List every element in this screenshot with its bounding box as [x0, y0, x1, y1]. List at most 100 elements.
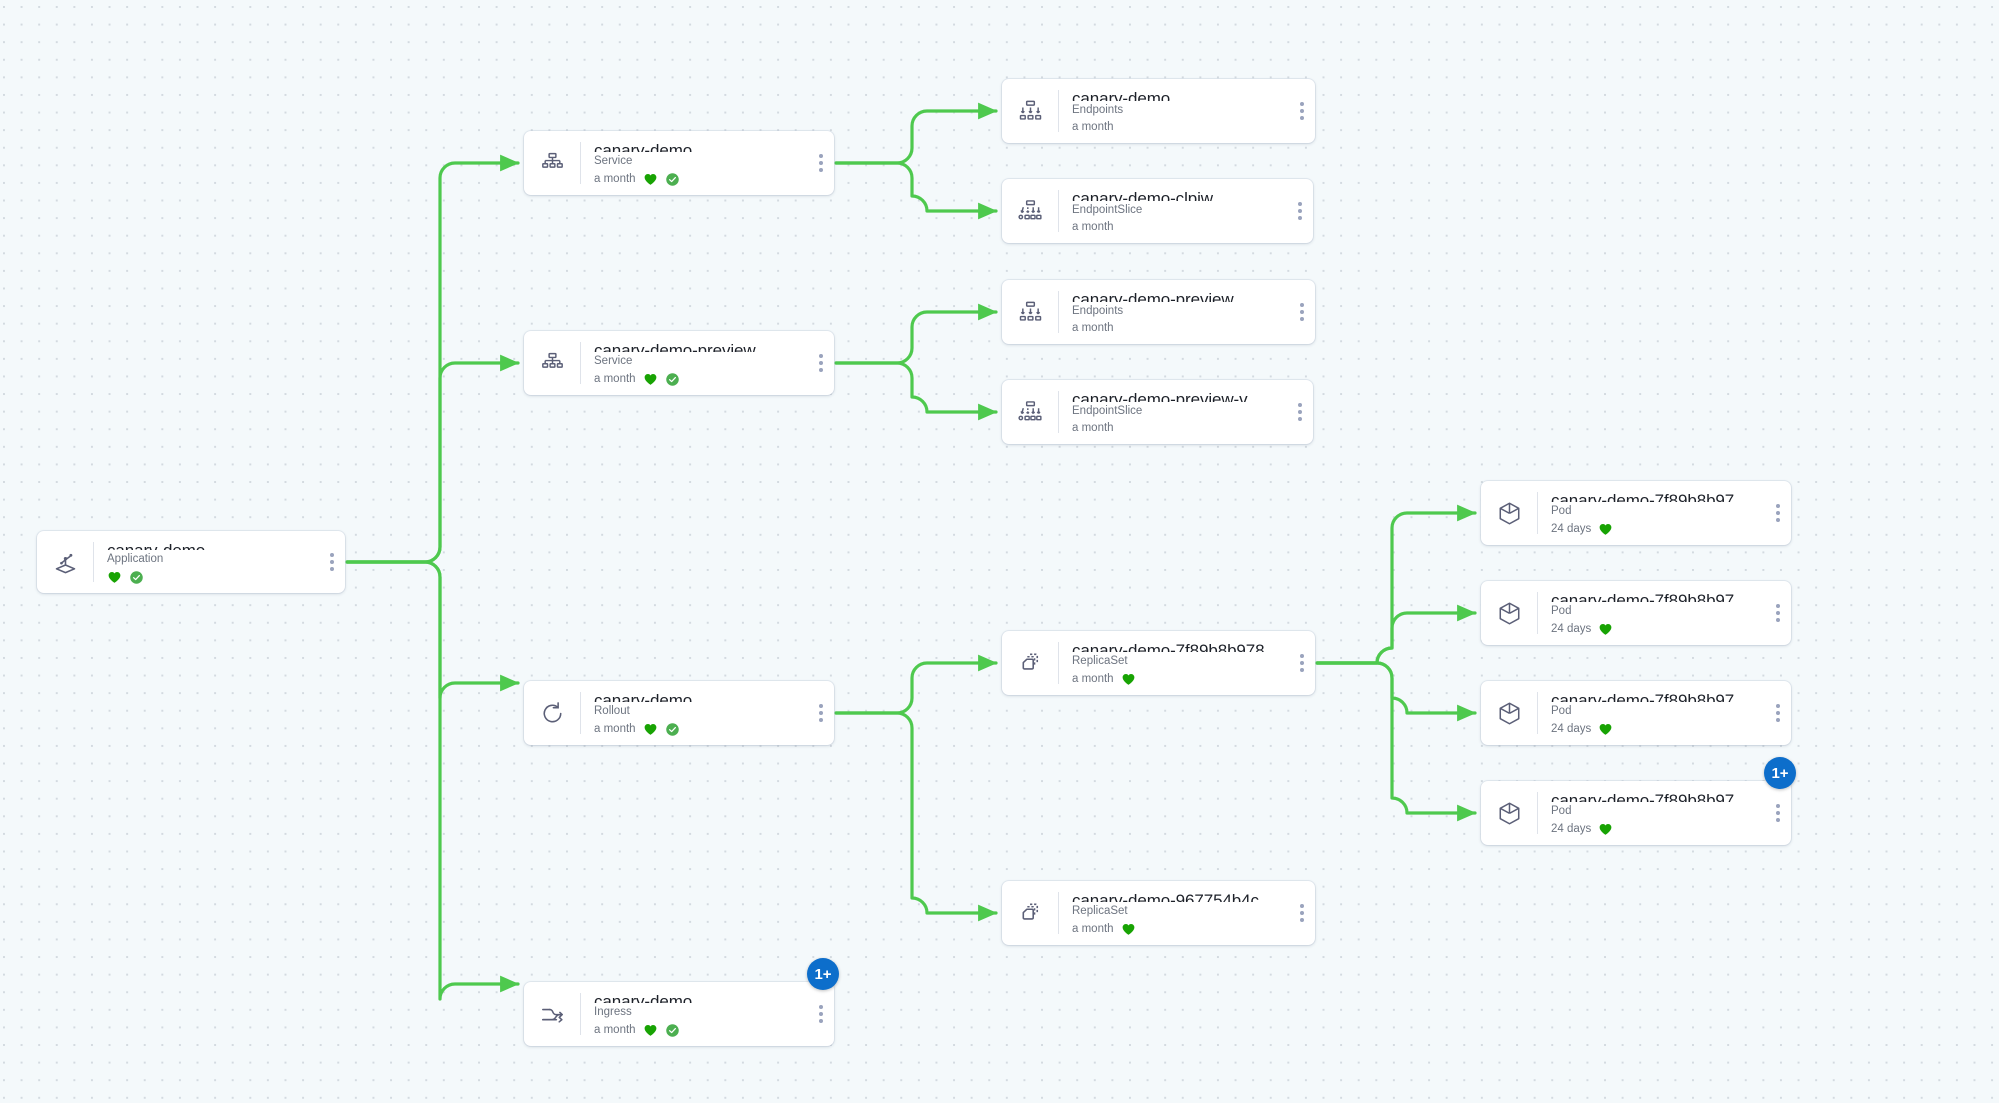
health-status-icon[interactable]	[643, 722, 658, 737]
kebab-menu-icon[interactable]	[1300, 102, 1304, 120]
node-title: canary-demo	[594, 691, 693, 703]
kebab-menu-icon[interactable]	[1298, 403, 1302, 421]
node-kind: Application	[107, 553, 164, 566]
kebab-menu-icon[interactable]	[819, 1005, 823, 1023]
node-age: a month	[1072, 422, 1114, 435]
kebab-menu-icon[interactable]	[1300, 904, 1304, 922]
node-kind: Endpoints	[1072, 104, 1124, 117]
node-meta: a month	[594, 372, 798, 387]
ingress-icon	[524, 982, 580, 1046]
node-menu-button[interactable]	[808, 331, 834, 395]
node-title: canary-demo-preview-v...	[1072, 390, 1261, 403]
node-divider	[1537, 692, 1538, 734]
sync-status-icon[interactable]	[665, 172, 680, 187]
kebab-menu-icon[interactable]	[819, 354, 823, 372]
node-menu-button[interactable]	[1289, 280, 1315, 344]
node-menu-button[interactable]	[808, 982, 834, 1046]
node-menu-button[interactable]	[1765, 481, 1791, 545]
node-kind: Pod	[1551, 705, 1572, 718]
health-status-icon[interactable]	[643, 372, 658, 387]
health-status-icon[interactable]	[643, 1023, 658, 1038]
kebab-menu-icon[interactable]	[330, 553, 334, 571]
health-status-icon[interactable]	[1598, 522, 1613, 537]
kebab-menu-icon[interactable]	[1776, 704, 1780, 722]
node-age: 24 days	[1551, 722, 1592, 735]
node-meta: a month	[594, 1023, 798, 1038]
kebab-menu-icon[interactable]	[1776, 504, 1780, 522]
group-count-badge[interactable]: 1+	[807, 958, 839, 990]
node-menu-button[interactable]	[1289, 79, 1315, 143]
node-meta: a month	[594, 172, 798, 187]
node-age: 24 days	[1551, 622, 1592, 635]
kebab-menu-icon[interactable]	[1776, 604, 1780, 622]
node-menu-button[interactable]	[1287, 179, 1313, 243]
node-menu-button[interactable]	[319, 531, 345, 593]
kebab-menu-icon[interactable]	[1300, 303, 1304, 321]
health-status-icon[interactable]	[107, 570, 122, 585]
kebab-menu-icon[interactable]	[1300, 654, 1304, 672]
node-meta: a month	[1072, 672, 1279, 687]
node-title: canary-demo	[594, 141, 693, 153]
node-menu-button[interactable]	[1765, 781, 1791, 845]
node-menu-button[interactable]	[1765, 581, 1791, 645]
sync-status-icon[interactable]	[129, 570, 144, 585]
kebab-menu-icon[interactable]	[1298, 202, 1302, 220]
health-status-icon[interactable]	[1598, 822, 1613, 837]
node-menu-button[interactable]	[808, 681, 834, 745]
kebab-menu-icon[interactable]	[1776, 804, 1780, 822]
node-divider	[93, 542, 94, 582]
node-divider	[580, 342, 581, 384]
kebab-menu-icon[interactable]	[819, 704, 823, 722]
node-divider	[1058, 892, 1059, 934]
node-age: a month	[594, 172, 636, 185]
node-menu-button[interactable]	[1289, 881, 1315, 945]
sync-status-icon[interactable]	[665, 1023, 680, 1038]
node-age: a month	[1072, 121, 1114, 134]
health-status-icon[interactable]	[1598, 722, 1613, 737]
node-menu-button[interactable]	[1287, 380, 1313, 444]
health-status-icon[interactable]	[1598, 622, 1613, 637]
node-divider	[1058, 291, 1059, 333]
pod-icon	[1481, 781, 1537, 845]
health-status-icon[interactable]	[643, 172, 658, 187]
node-age: a month	[1072, 322, 1114, 335]
health-status-icon[interactable]	[1121, 672, 1136, 687]
node-title: canary-demo-preview	[594, 341, 756, 353]
health-status-icon[interactable]	[1121, 922, 1136, 937]
sync-status-icon[interactable]	[665, 372, 680, 387]
node-divider	[580, 692, 581, 734]
node-divider	[1537, 792, 1538, 834]
group-count-badge[interactable]: 1+	[1764, 757, 1796, 789]
node-menu-button[interactable]	[808, 131, 834, 195]
node-divider	[580, 142, 581, 184]
endpoints-icon	[1002, 280, 1058, 344]
sync-status-icon[interactable]	[665, 722, 680, 737]
node-age: a month	[1072, 221, 1114, 234]
node-title: canary-demo	[1072, 89, 1171, 102]
kebab-menu-icon[interactable]	[819, 154, 823, 172]
node-kind: EndpointSlice	[1072, 204, 1143, 217]
node-menu-button[interactable]	[1765, 681, 1791, 745]
resource-node-app[interactable]: canary-demoApplication	[37, 531, 345, 593]
pod-icon	[1481, 581, 1537, 645]
node-menu-button[interactable]	[1289, 631, 1315, 695]
